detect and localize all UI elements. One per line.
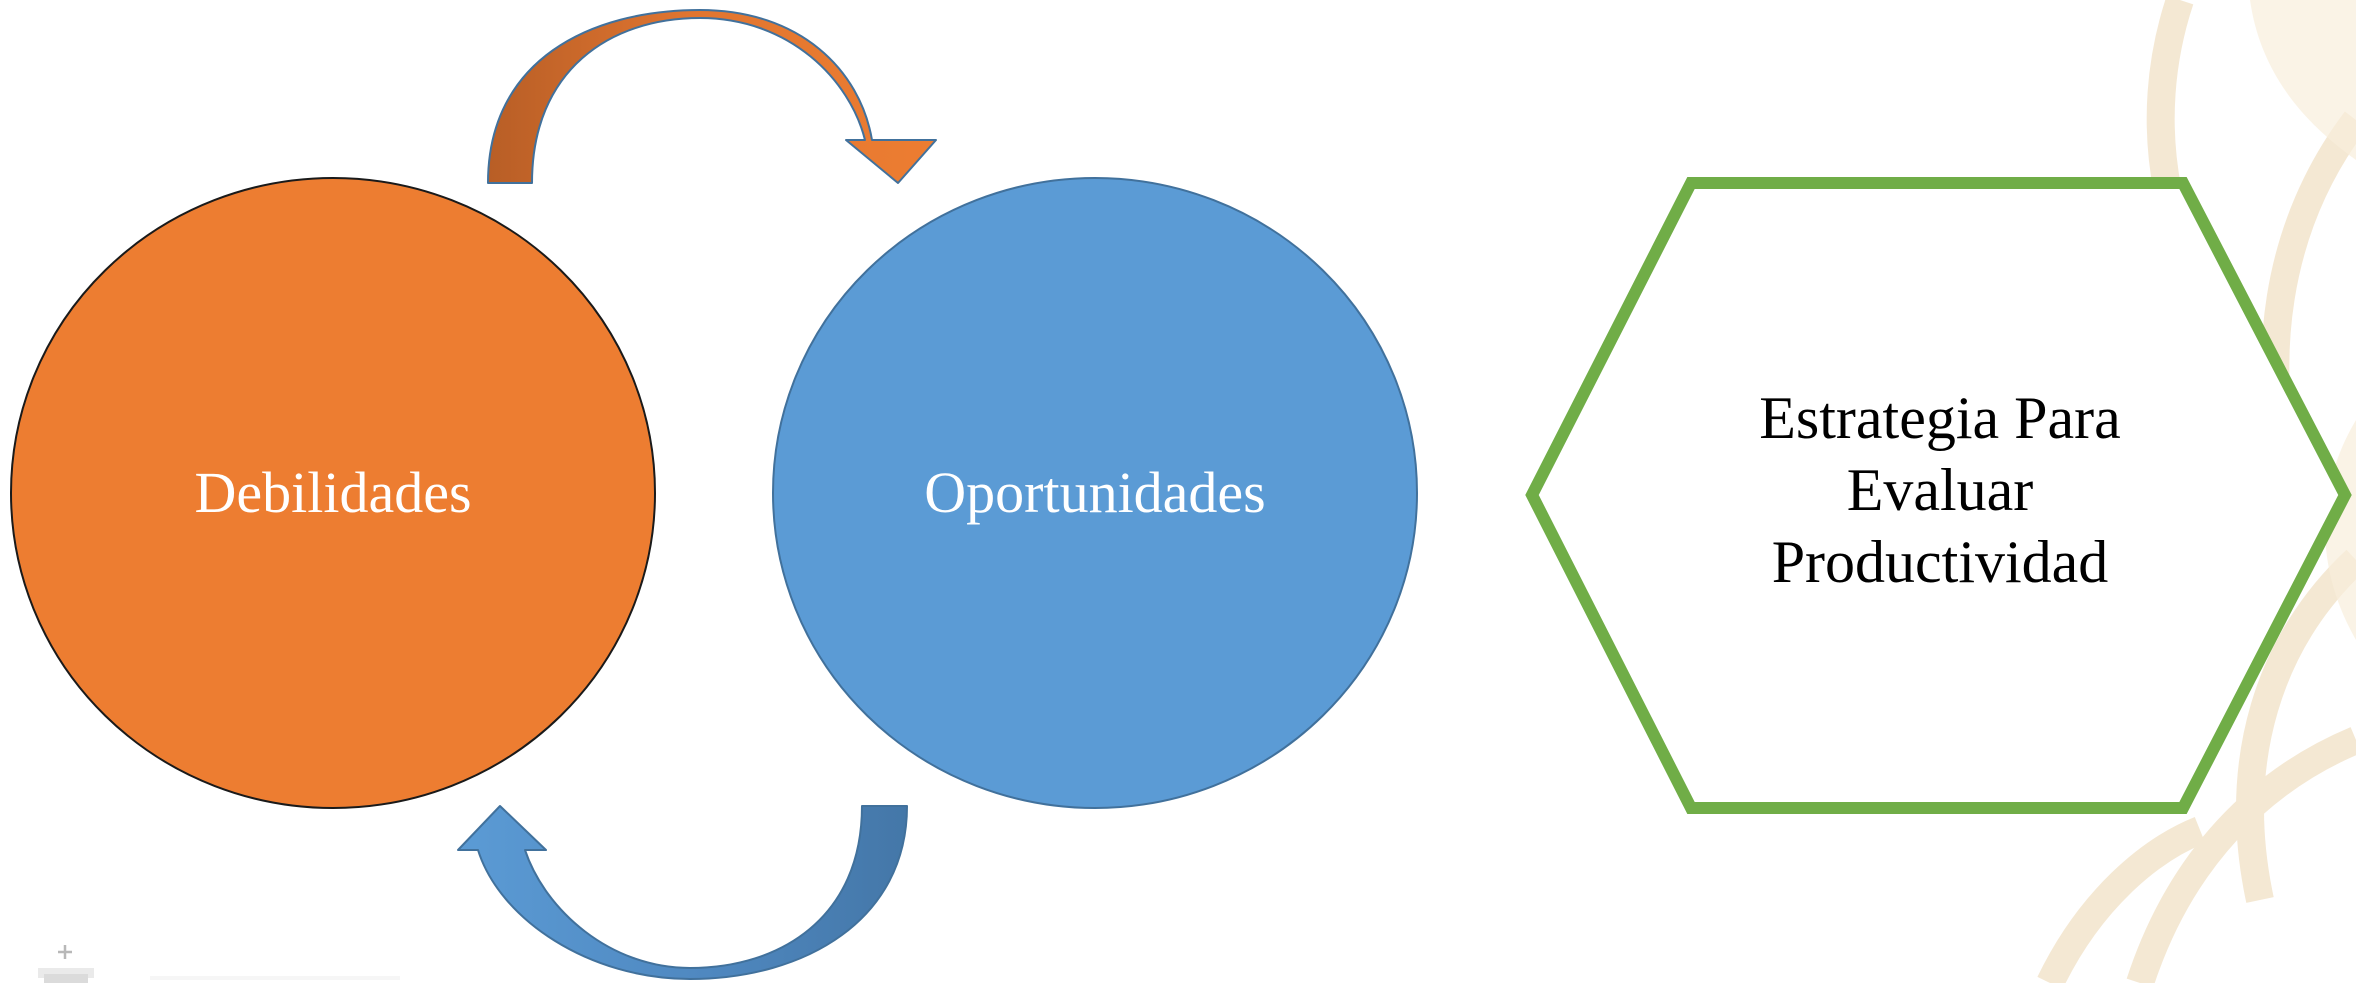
institution-logo bbox=[38, 945, 400, 983]
debilidades-label: Debilidades bbox=[194, 460, 472, 526]
oportunidades-label: Oportunidades bbox=[924, 460, 1266, 526]
estrategia-line-2: Evaluar bbox=[1846, 457, 2034, 523]
estrategia-hexagon bbox=[1525, 177, 2352, 814]
oportunidades-circle bbox=[772, 177, 1418, 809]
estrategia-label: Estrategia Para Evaluar Productividad bbox=[1660, 370, 2220, 610]
top-curved-arrow bbox=[487, 9, 937, 184]
bottom-curved-arrow bbox=[457, 805, 908, 980]
debilidades-circle bbox=[10, 177, 656, 809]
estrategia-line-1: Estrategia Para bbox=[1759, 385, 2121, 451]
estrategia-line-3: Productividad bbox=[1771, 529, 2109, 595]
